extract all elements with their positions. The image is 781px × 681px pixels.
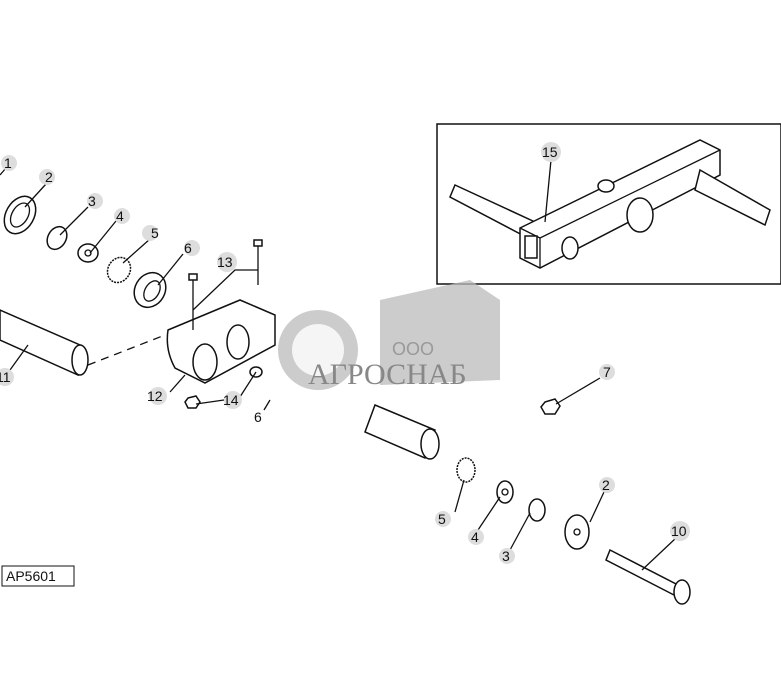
bearing-parts-right [364,398,691,605]
reference-code: AP5601 [6,568,56,584]
leader-lines [0,159,677,571]
watermark-logo: ООО АГРОСНАБ [278,280,500,391]
callout-2: 2 [45,169,53,185]
callout-1: 1 [4,155,12,171]
inset-frame-part-15 [436,123,781,285]
callout-10: 10 [671,523,687,539]
callout-4: 4 [116,208,124,224]
callout-13: 13 [217,254,233,270]
callout-7: 7 [603,364,611,380]
callout-6: 6 [254,409,262,425]
callout-3: 3 [502,548,510,564]
callout-11: 11 [0,369,11,385]
callout-4: 4 [471,529,479,545]
callouts: 1 2 3 4 5 6 13 11 12 14 6 15 7 5 4 3 2 1… [0,142,690,564]
callout-6: 6 [184,240,192,256]
callout-3: 3 [88,193,96,209]
callout-5: 5 [438,511,446,527]
watermark-prefix: ООО [392,339,434,359]
callout-14: 14 [223,392,239,408]
callout-15: 15 [542,144,558,160]
bearing-parts-left [0,195,276,409]
callout-12: 12 [147,388,163,404]
watermark-name: АГРОСНАБ [308,358,467,391]
callout-2: 2 [602,477,610,493]
callout-5: 5 [151,225,159,241]
reference-code-box: AP5601 [1,565,75,587]
